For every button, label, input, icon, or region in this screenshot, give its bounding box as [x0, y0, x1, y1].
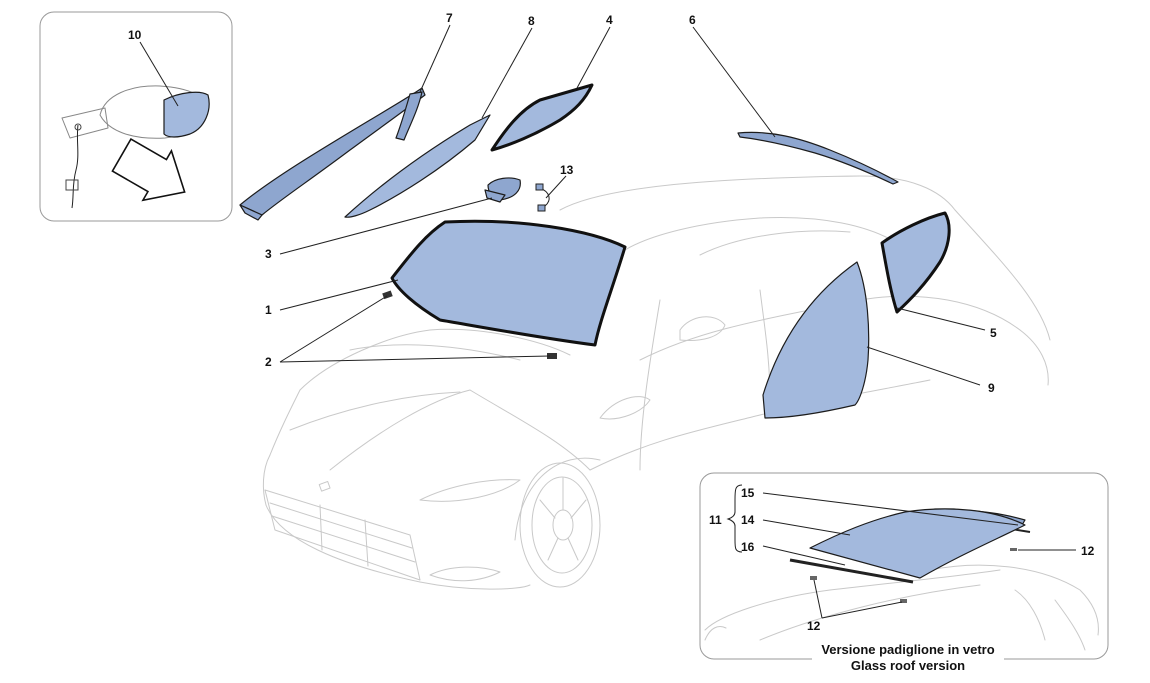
- part-2-clips: 2: [265, 290, 557, 369]
- mirror-inset: 10: [39, 11, 233, 222]
- mirror-glass: [163, 91, 210, 138]
- part-9-side-window: 9: [762, 261, 995, 419]
- callout-10: 10: [128, 28, 142, 42]
- glass-roof-inset: 11 15 14 16 12 12 Versione padiglione in…: [699, 472, 1109, 674]
- callout-5: 5: [990, 326, 997, 340]
- callout-2: 2: [265, 355, 272, 369]
- callout-13: 13: [560, 163, 574, 177]
- callout-1: 1: [265, 303, 272, 317]
- part-8-door-glass: 8: [344, 14, 535, 218]
- callout-6: 6: [689, 13, 696, 27]
- inset-caption-english: Glass roof version: [851, 658, 965, 673]
- callout-3: 3: [265, 247, 272, 261]
- callout-7: 7: [446, 11, 453, 25]
- inset-caption-italian: Versione padiglione in vetro: [821, 642, 994, 657]
- part-5-rear-quarter-glass: 5: [880, 211, 997, 340]
- callout-16: 16: [741, 540, 755, 554]
- callout-9: 9: [988, 381, 995, 395]
- part-7-a-pillar-trim: 7: [239, 11, 453, 221]
- part-1-windscreen: 1: [265, 219, 627, 347]
- callout-15: 15: [741, 486, 755, 500]
- part-6-roof-seal: 6: [689, 13, 899, 185]
- part-3-interior-mirror: 3: [265, 177, 521, 261]
- callout-12-right: 12: [1081, 544, 1095, 558]
- callout-12-bottom: 12: [807, 619, 821, 633]
- callout-14: 14: [741, 513, 755, 527]
- callout-8: 8: [528, 14, 535, 28]
- part-13-sensor: 13: [535, 163, 574, 212]
- part-4-quarter-glass: 4: [490, 13, 613, 152]
- callout-4: 4: [606, 13, 613, 27]
- car-outline: [262, 175, 1051, 590]
- view-arrow-icon: [111, 137, 186, 202]
- mirror-inset-frame: [39, 11, 233, 222]
- callout-11: 11: [709, 513, 722, 527]
